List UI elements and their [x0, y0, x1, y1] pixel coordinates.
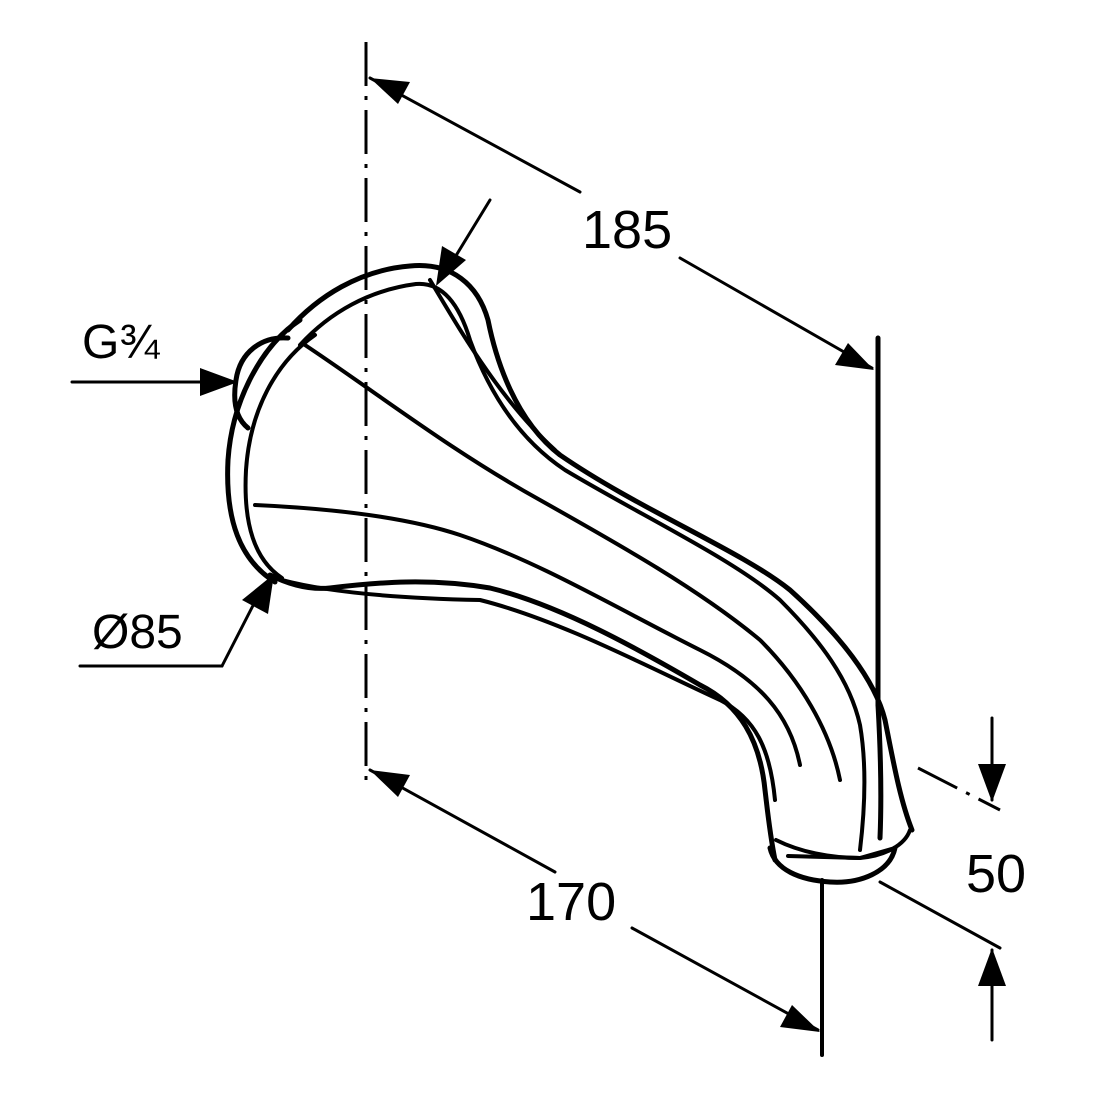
flange-diameter-label: Ø85: [92, 606, 183, 659]
dim-50-label: 50: [966, 844, 1026, 904]
dim-50-extension-bottom: [878, 880, 1002, 950]
spout-bottom-inner: [280, 578, 777, 802]
dimension-170: 170: [368, 768, 824, 1057]
spout-body: [225, 263, 915, 885]
spout-bottom-outer: [267, 572, 778, 863]
leader-top: [436, 198, 492, 286]
spout-flow-line-upper: [303, 343, 842, 782]
spout-top-inner: [298, 281, 867, 852]
connection-stub: [232, 335, 291, 431]
dim-185-arrow-right: [835, 343, 874, 370]
callout-thread: G¾: [70, 316, 238, 396]
spout-flow-line-lower: [253, 503, 802, 767]
spout-outlet-face: [786, 846, 897, 860]
dim-185-arrow-left: [370, 78, 410, 104]
dimension-185: 185: [368, 76, 881, 708]
dim-50-center-line: [917, 766, 1001, 812]
callout-flange-diameter: Ø85: [78, 574, 274, 668]
leader-top-arrow: [436, 246, 466, 286]
spout-ridge: [428, 278, 557, 452]
dim-185-line-a: [368, 76, 582, 194]
dim-170-arrow-left: [370, 770, 410, 797]
flange-inner: [243, 333, 317, 580]
dimension-50: 50: [878, 716, 1026, 1042]
thread-label: G¾: [82, 316, 160, 369]
flange-arrow: [242, 574, 274, 614]
spout-outlet-rim-inner: [774, 828, 912, 860]
spout-outlet-rim: [767, 845, 898, 885]
dim-185-line-b: [678, 256, 874, 370]
dim-170-line-b: [630, 926, 820, 1032]
thread-arrow: [200, 368, 238, 396]
dim-50-arrow-bottom: [978, 948, 1006, 986]
spout-top-outer: [285, 263, 915, 833]
flange-outer: [225, 317, 303, 585]
dim-185-label: 185: [582, 200, 672, 260]
dim-50-arrow-top: [978, 764, 1006, 802]
dim-170-label: 170: [526, 872, 616, 932]
dim-170-arrow-right: [780, 1005, 820, 1032]
spout-outlet-front: [875, 702, 884, 841]
